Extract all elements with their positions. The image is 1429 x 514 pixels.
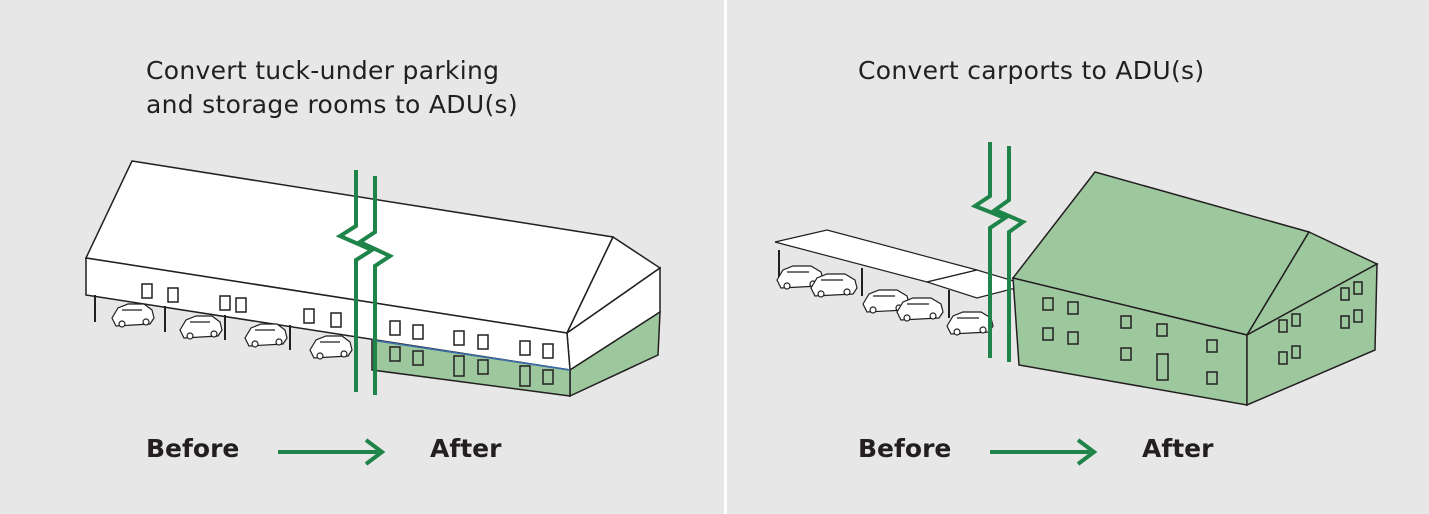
tuck-under-illustration <box>84 160 662 466</box>
carport-posts <box>94 295 291 350</box>
panel-tuck-under: Convert tuck-under parking and storage r… <box>0 0 724 514</box>
carport-posts <box>778 250 950 318</box>
cars <box>111 303 353 360</box>
after-label: After <box>1142 434 1214 463</box>
before-after-arrow <box>278 438 386 466</box>
floor-line <box>371 339 571 371</box>
before-after-arrow <box>990 438 1098 466</box>
break-line <box>970 142 1028 362</box>
cars <box>776 265 994 336</box>
adu-windows <box>1042 281 1363 385</box>
carport-illustration <box>774 142 1379 466</box>
panel-carports: Convert carports to ADU(s) Before After <box>727 0 1429 514</box>
panel-title-line-1: Convert tuck-under parking <box>146 56 500 85</box>
break-line <box>335 170 395 395</box>
after-label: After <box>430 434 502 463</box>
before-label: Before <box>858 434 952 463</box>
panel-title: Convert carports to ADU(s) <box>858 56 1205 85</box>
windows <box>141 283 554 387</box>
panel-title-line-2: and storage rooms to ADU(s) <box>146 90 518 119</box>
before-label: Before <box>146 434 240 463</box>
